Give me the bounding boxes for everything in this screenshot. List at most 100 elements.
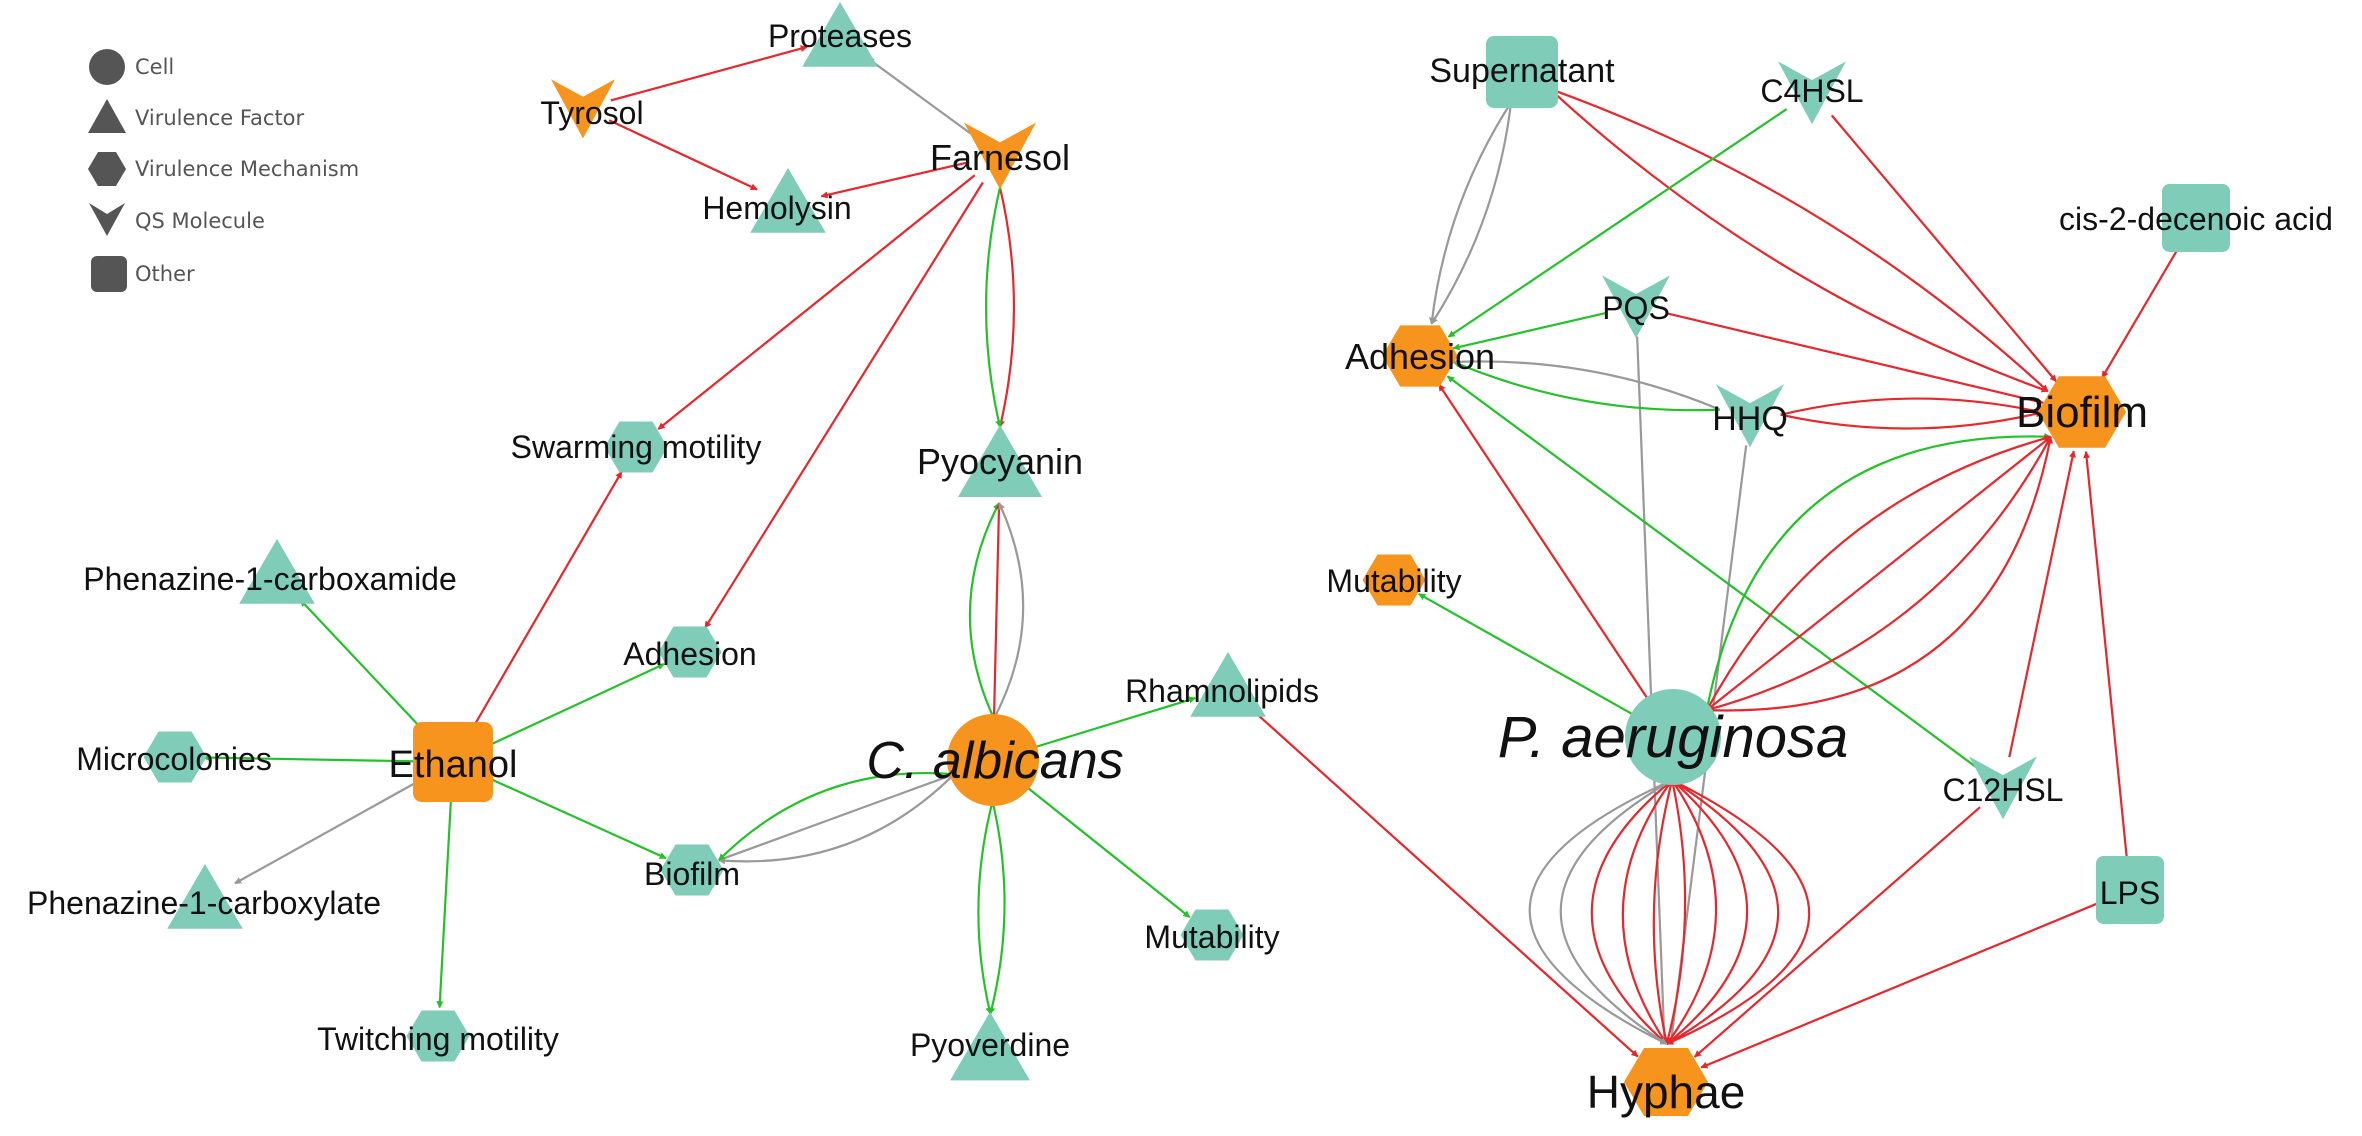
edge-paeruginosa-to-mutability_right (1418, 593, 1636, 717)
node-label-proteases: Proteases (768, 18, 912, 54)
node-label-rhamnolipids: Rhamnolipids (1125, 673, 1319, 709)
edge-tyrosol-to-proteases (610, 45, 808, 102)
edge-calbicans-to-mutability_left (1024, 784, 1191, 919)
edge-paeruginosa-to-hyphae (1666, 779, 1780, 1045)
node-calbicans-circle (947, 714, 1039, 806)
node-proteases-triangle (802, 2, 878, 67)
edge-paeruginosa-to-biofilm_right (1705, 433, 2052, 711)
edge-farnesol-to-swarming (657, 174, 976, 431)
node-label-calbicans: C. albicans (866, 732, 1123, 790)
node-label-pqs: PQS (1602, 290, 1670, 326)
edge-pqs-to-biofilm_right (1665, 312, 2044, 405)
node-label-ethanol: Ethanol (389, 744, 518, 786)
legend-hexagon-icon (88, 152, 126, 186)
edge-calbicans-to-biofilm_left (718, 773, 955, 862)
legend-item-cell: Cell (89, 49, 174, 85)
legend-vee-icon (89, 203, 125, 236)
edge-c12hsl-to-hyphae (1693, 806, 1981, 1058)
edge-ethanol-to-swarming (470, 471, 623, 732)
node-pyoverdine-triangle (950, 1012, 1030, 1081)
edge-calbicans-to-pyocyanin (993, 502, 1025, 720)
edge-farnesol-to-proteases (866, 57, 975, 137)
edge-hhq-to-biofilm_right (1780, 410, 2043, 430)
edge-paeruginosa-to-biofilm_right (1706, 435, 2052, 711)
node-paeruginosa-circle (1625, 689, 1721, 785)
edge-c12hsl-to-adhesion_right (1446, 375, 1980, 770)
edge-farnesol-to-hemolysin (820, 161, 969, 199)
node-label-hyphae: Hyphae (1587, 1066, 1746, 1118)
edge-tyrosol-to-hemolysin (608, 119, 758, 191)
node-mutability-left-hexagon (1180, 909, 1244, 961)
legend: Cell Virulence Factor Virulence Mechanis… (88, 49, 359, 292)
node-label-pyocyanin: Pyocyanin (917, 441, 1083, 482)
node-hemolysin-triangle (750, 168, 826, 233)
edge-paeruginosa-to-hyphae (1664, 779, 1687, 1045)
edge-c4hsl-to-biofilm_right (1830, 114, 2058, 383)
node-label-tyrosol: Tyrosol (540, 95, 643, 131)
node-twitching-hexagon (406, 1010, 470, 1062)
edge-ethanol-to-phenazine_carboxamide (299, 599, 430, 737)
edge-hhq-to-adhesion_right (1453, 361, 1720, 412)
node-biofilm-right-hexagon (2037, 376, 2127, 448)
legend-label-qs-molecule: QS Molecule (135, 209, 265, 233)
node-lps-square (2096, 856, 2164, 924)
edge-calbicans-to-pyocyanin (992, 502, 1003, 719)
edges (202, 45, 2182, 1069)
node-label-supernatant: Supernatant (1429, 52, 1615, 90)
edge-hhq-to-adhesion_right (1452, 358, 1721, 411)
edge-paeruginosa-to-hyphae (1665, 779, 1718, 1045)
legend-square-icon (91, 256, 127, 292)
edge-farnesol-to-pyocyanin (998, 187, 1016, 428)
node-c4hsl-vee (1778, 61, 1846, 125)
node-label-farnesol: Farnesol (930, 137, 1070, 178)
node-label-cis2: cis-2-decenoic acid (2059, 201, 2333, 237)
node-label-microcolonies: Microcolonies (76, 741, 272, 777)
edge-lps-to-biofilm_right (2083, 451, 2129, 860)
edge-cis2-to-biofilm_right (2101, 243, 2182, 379)
node-adhesion-left-hexagon (658, 626, 722, 678)
node-label-twitching: Twitching motility (317, 1021, 559, 1057)
node-label-phenazine-carboxylate: Phenazine-1-carboxylate (27, 885, 381, 921)
edge-farnesol-to-adhesion_left (704, 181, 984, 629)
edge-c4hsl-to-adhesion_right (1447, 108, 1788, 338)
edge-pqs-to-adhesion_right (1452, 311, 1607, 351)
node-c12hsl-vee (1969, 756, 2037, 820)
legend-item-virulence-mechanism: Virulence Mechanism (88, 152, 359, 186)
legend-triangle-icon (88, 99, 126, 133)
legend-circle-icon (89, 49, 125, 85)
node-label-pyoverdine: Pyoverdine (910, 1027, 1070, 1063)
edge-paeruginosa-to-biofilm_right (1706, 436, 2052, 712)
edge-farnesol-to-pyocyanin (984, 187, 1002, 428)
edge-lps-to-hyphae (1700, 900, 2103, 1069)
node-hhq-vee (1716, 384, 1784, 448)
node-label-biofilm-left: Biofilm (644, 856, 740, 892)
edge-paeruginosa-to-hyphae (1559, 779, 1673, 1045)
node-cis2-square (2162, 184, 2230, 252)
node-label-swarming: Swarming motility (511, 429, 762, 465)
legend-item-virulence-factor: Virulence Factor (88, 99, 305, 133)
edge-supernatant-to-biofilm_right (1549, 87, 2049, 393)
edge-paeruginosa-to-adhesion_right (1438, 383, 1651, 702)
nodes (143, 2, 2230, 1116)
node-label-c4hsl: C4HSL (1760, 73, 1863, 109)
edge-ethanol-to-twitching (436, 797, 453, 1009)
node-label-lps: LPS (2100, 875, 2160, 911)
node-label-adhesion-right: Adhesion (1345, 336, 1495, 377)
edge-c12hsl-to-biofilm_right (2008, 450, 2076, 758)
node-label-mutability-right: Mutability (1326, 563, 1461, 599)
node-biofilm-left-hexagon (660, 844, 724, 896)
node-ethanol-square (413, 722, 493, 802)
node-phenazine-carboxamide-triangle (239, 539, 315, 604)
edge-calbicans-to-rhamnolipids (1032, 696, 1196, 749)
edge-paeruginosa-to-biofilm_right (1705, 435, 2052, 711)
edge-paeruginosa-to-hyphae (1652, 779, 1674, 1045)
edge-calbicans-to-pyoverdine (988, 801, 1006, 1015)
edge-calbicans-to-biofilm_left (717, 771, 955, 861)
edge-hhq-to-biofilm_right (1780, 397, 2043, 416)
edge-supernatant-to-biofilm_right (1548, 88, 2049, 393)
edge-paeruginosa-to-hyphae (1528, 779, 1673, 1045)
legend-label-other: Other (135, 262, 195, 286)
node-swarming-hexagon (604, 421, 668, 473)
edge-paeruginosa-to-hyphae (1666, 779, 1749, 1045)
